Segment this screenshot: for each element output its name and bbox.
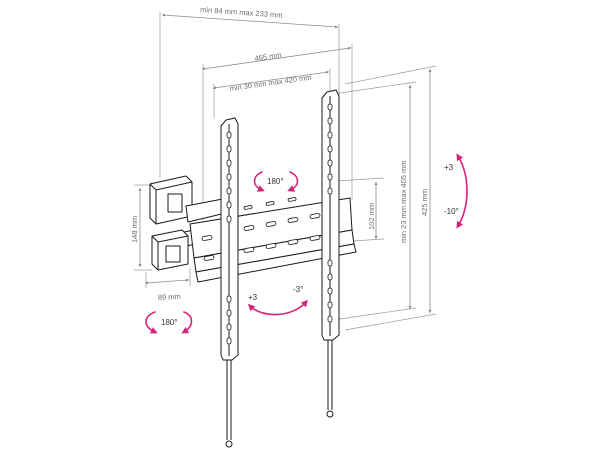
top-swivel-label: 180° xyxy=(267,177,284,186)
bracket-width-label: 465 mm xyxy=(254,50,282,63)
right-rail-holes xyxy=(327,103,333,323)
side-tilt-minus-label: -10° xyxy=(444,207,459,216)
dimension-lines xyxy=(134,12,437,331)
arm-plate-width-label: 89 mm xyxy=(158,292,181,302)
bracket-width-dimension-line xyxy=(201,46,352,71)
vesa-horizontal-dimension-line xyxy=(212,70,330,90)
bottom-swivel-indicator: 180° xyxy=(145,311,193,334)
arm-plate-width-dimension-line xyxy=(144,278,190,285)
arm-extension-dimension-line xyxy=(161,13,339,29)
arm-plate-height-label: 148 mm xyxy=(130,216,139,243)
center-tilt-indicator: +3 -3° xyxy=(247,285,308,316)
vesa-horizontal-label: min 30 mm max 420 mm xyxy=(229,73,312,93)
top-swivel-indicator: 180° xyxy=(253,171,299,192)
vesa-vertical-label: min 23 mm max 405 mm xyxy=(399,160,408,243)
right-vertical-rail xyxy=(321,89,340,418)
left-rail-holes xyxy=(226,131,232,345)
center-tilt-plus-label: +3 xyxy=(248,293,258,302)
side-tilt-indicator: +3 -10° xyxy=(444,153,468,229)
side-tilt-plus-label: +3 xyxy=(444,163,454,172)
arm-extension-label: min 84 mm max 233 mm xyxy=(200,5,283,20)
bracket-height-label: 425 mm xyxy=(420,189,429,216)
rotation-indicators: 180° 180° +3 -3° +3 -10° xyxy=(145,153,468,334)
center-tilt-minus-label: -3° xyxy=(293,285,303,294)
bottom-swivel-label: 180° xyxy=(161,318,178,327)
left-vertical-rail xyxy=(220,117,239,448)
center-plate-height-label: 102 mm xyxy=(367,203,376,230)
